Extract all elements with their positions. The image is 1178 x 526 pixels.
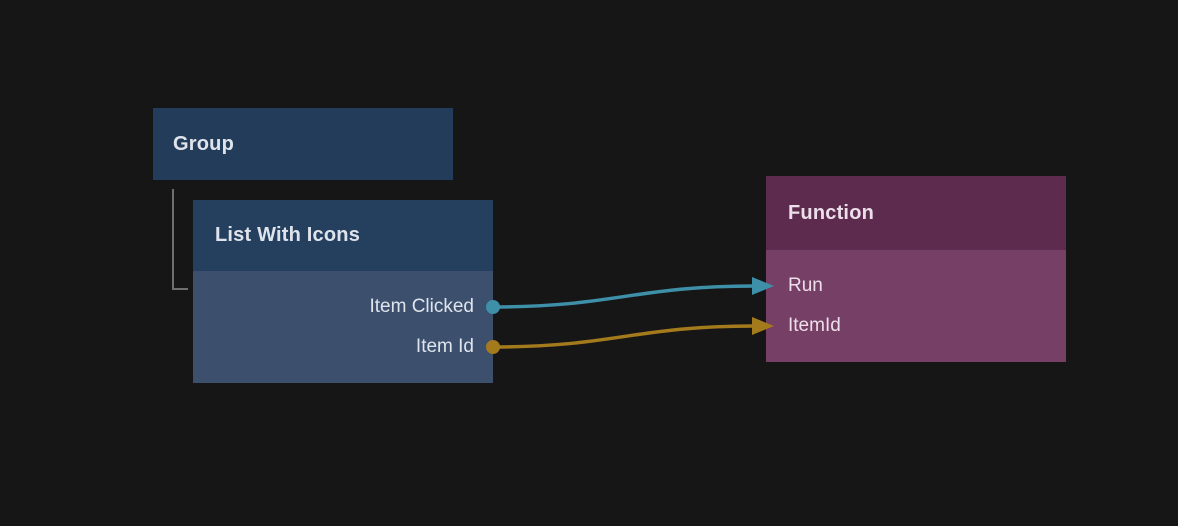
output-port-dot-item-clicked-to-run[interactable] [486, 300, 500, 314]
node-group-header[interactable]: Group [153, 108, 453, 180]
wire-item-clicked-to-run[interactable] [486, 277, 774, 314]
node-function-title: Function [788, 201, 875, 224]
node-function-body: Run ItemId [766, 250, 1066, 362]
input-port-itemid-label: ItemId [788, 315, 841, 336]
wire-path-item-id-to-itemid[interactable] [492, 324, 755, 349]
node-group-title: Group [173, 132, 234, 155]
input-port-arrow-icon-item-clicked-to-run[interactable] [752, 277, 774, 295]
node-list-with-icons-header[interactable]: List With Icons [193, 200, 493, 271]
output-port-dot-item-id-to-itemid[interactable] [486, 340, 500, 354]
wire-item-id-to-itemid[interactable] [486, 317, 774, 354]
node-list-with-icons-title: List With Icons [215, 224, 361, 246]
output-port-item-clicked-label: Item Clicked [369, 296, 474, 317]
input-port-arrow-icon-item-id-to-itemid[interactable] [752, 317, 774, 335]
node-list-with-icons-body: Item Clicked Item Id [193, 271, 493, 383]
input-port-run-label: Run [788, 275, 823, 296]
node-function-header[interactable]: Function [766, 176, 1066, 250]
node-group[interactable]: Group [153, 108, 453, 180]
input-port-itemid[interactable]: ItemId [766, 306, 1066, 346]
node-function[interactable]: Function Run ItemId [766, 176, 1066, 362]
output-port-item-clicked[interactable]: Item Clicked [193, 287, 493, 327]
wire-path-item-clicked-to-run[interactable] [492, 284, 755, 309]
node-list-with-icons[interactable]: List With Icons Item Clicked Item Id [193, 200, 493, 383]
output-port-item-id[interactable]: Item Id [193, 327, 493, 367]
group-child-connector-line [172, 189, 188, 290]
input-port-run[interactable]: Run [766, 266, 1066, 306]
output-port-item-id-label: Item Id [415, 336, 474, 357]
